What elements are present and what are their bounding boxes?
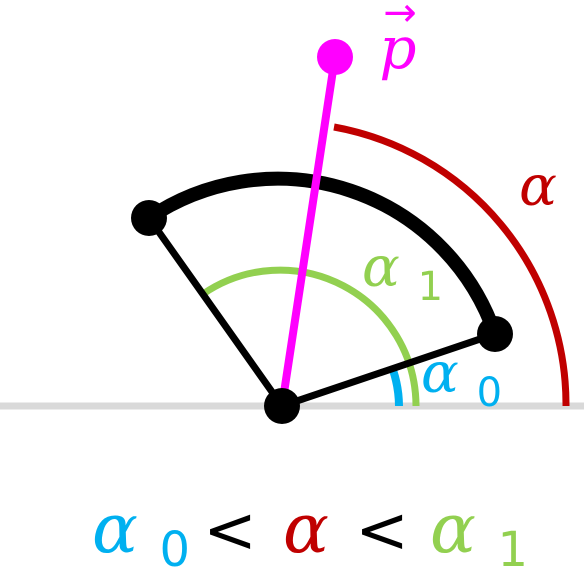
sector-outer-arc	[142, 171, 502, 341]
eq-less-than-1: <	[203, 494, 257, 568]
alpha0-base: α	[421, 341, 459, 406]
vector-p-line	[278, 56, 339, 407]
p-arrow: →	[383, 0, 417, 36]
p-label: p	[379, 14, 416, 82]
inequality-equation: α 0 < α < α 1	[92, 490, 528, 570]
alpha1-label: α 1	[362, 235, 443, 310]
eq-alpha0-subscript: 0	[160, 522, 191, 570]
sector-center	[264, 388, 300, 424]
eq-alpha0-base: α	[92, 490, 138, 569]
sector-vertex-right	[477, 316, 513, 352]
sector-vertex-left	[131, 200, 167, 236]
sector-edge-right	[278, 330, 499, 410]
eq-less-than-2: <	[355, 494, 409, 568]
eq-alpha: α	[283, 490, 329, 569]
sector-edge-left	[145, 214, 286, 410]
alpha0-subscript: 0	[477, 370, 502, 416]
alpha1-base: α	[362, 235, 400, 300]
alpha0-label: α 0	[421, 341, 502, 416]
alpha-arc	[333, 123, 570, 407]
eq-alpha0: α 0	[92, 490, 190, 570]
alpha-label: α	[519, 154, 557, 219]
alpha0-arc	[389, 368, 403, 407]
alpha1-subscript: 1	[418, 264, 443, 310]
eq-alpha1-subscript: 1	[498, 522, 529, 570]
eq-alpha1: α 1	[430, 490, 528, 570]
vector-p-tip	[317, 39, 353, 75]
eq-alpha1-base: α	[430, 490, 476, 569]
